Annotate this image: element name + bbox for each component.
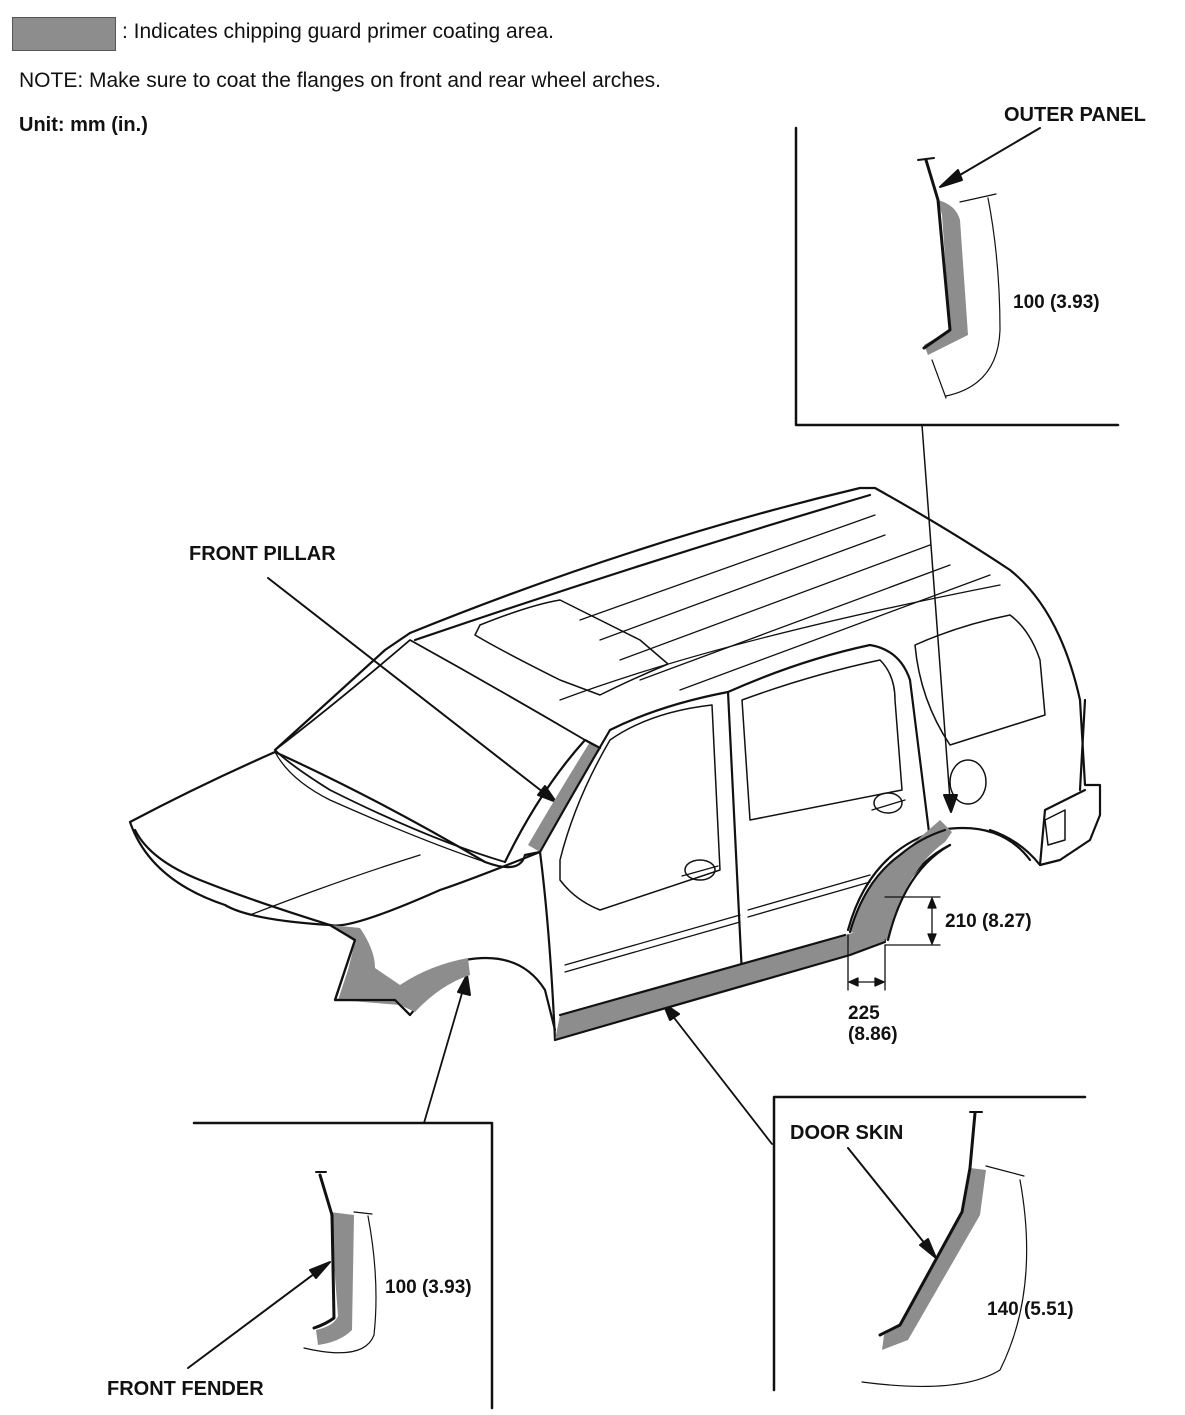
dim-door-skin: 140 (5.51) [987, 1299, 1074, 1320]
dim-rear-arch-width-in: (8.86) [848, 1024, 898, 1045]
legend-text: : Indicates chipping guard primer coatin… [122, 20, 554, 43]
unit-text: Unit: mm (in.) [19, 114, 148, 136]
label-outer-panel: OUTER PANEL [1004, 104, 1146, 126]
rear-arch-dimensions [847, 896, 941, 991]
inset-outer-panel [794, 126, 1120, 813]
dim-rear-arch-width-mm: 225 [848, 1003, 880, 1024]
label-front-fender: FRONT FENDER [107, 1378, 264, 1400]
inset-front-fender [187, 974, 494, 1410]
note-text: NOTE: Make sure to coat the flanges on f… [19, 69, 661, 92]
inset-door-skin [662, 1002, 1087, 1392]
car-body [128, 486, 1102, 1042]
label-door-skin: DOOR SKIN [790, 1122, 904, 1144]
legend-swatch [12, 17, 116, 51]
label-front-pillar: FRONT PILLAR [189, 543, 336, 565]
dim-front-fender: 100 (3.93) [385, 1277, 472, 1298]
dim-rear-arch-height: 210 (8.27) [945, 911, 1032, 932]
dim-outer-panel: 100 (3.93) [1013, 292, 1100, 313]
